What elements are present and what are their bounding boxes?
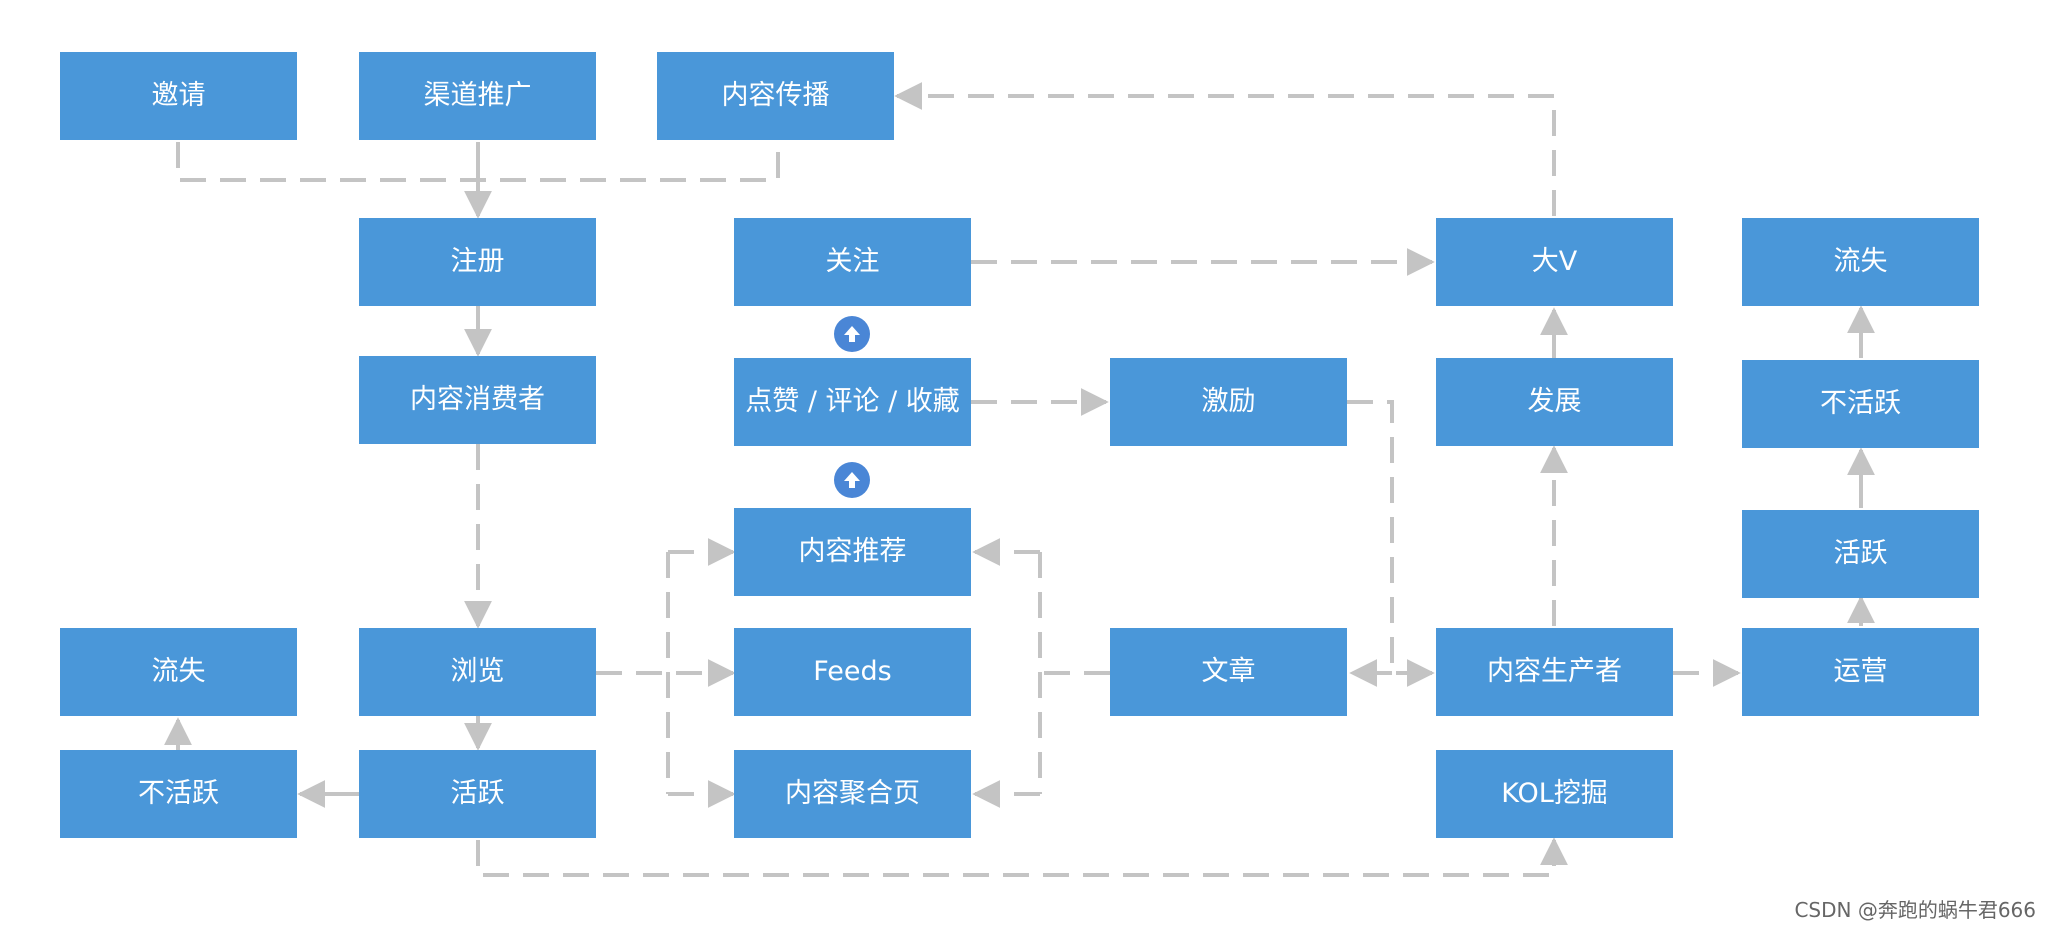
edge-active-kol <box>476 837 1568 877</box>
node-content-producer: 内容生产者 <box>1436 628 1673 716</box>
node-channel-promotion: 渠道推广 <box>359 52 596 140</box>
node-big-v: 大V <box>1436 218 1673 306</box>
node-content-recommend: 内容推荐 <box>734 508 971 596</box>
node-kol-mining: KOL挖掘 <box>1436 750 1673 838</box>
node-develop: 发展 <box>1436 358 1673 446</box>
node-churn-left: 流失 <box>60 628 297 716</box>
up-arrow-icon <box>834 316 870 352</box>
node-active-left: 活跃 <box>359 750 596 838</box>
node-register: 注册 <box>359 218 596 306</box>
node-browse: 浏览 <box>359 628 596 716</box>
node-inactive-left: 不活跃 <box>60 750 297 838</box>
node-content-aggregate-page: 内容聚合页 <box>734 750 971 838</box>
node-invite: 邀请 <box>60 52 297 140</box>
up-arrow-icon <box>834 462 870 498</box>
node-content-spread: 内容传播 <box>657 52 894 140</box>
node-incentive: 激励 <box>1110 358 1347 446</box>
node-follow: 关注 <box>734 218 971 306</box>
node-feeds: Feeds <box>734 628 971 716</box>
edge-incentive-producer <box>1347 400 1435 687</box>
node-operate: 运营 <box>1742 628 1979 716</box>
node-active-right: 活跃 <box>1742 510 1979 598</box>
node-like-comment-favorite: 点赞 / 评论 / 收藏 <box>734 358 971 446</box>
watermark-text: CSDN @奔跑的蜗牛君666 <box>1794 898 2036 922</box>
node-content-consumer: 内容消费者 <box>359 356 596 444</box>
node-churn-right: 流失 <box>1742 218 1979 306</box>
node-inactive-right: 不活跃 <box>1742 360 1979 448</box>
edge-bigv-spread <box>894 82 1556 216</box>
node-article: 文章 <box>1110 628 1347 716</box>
